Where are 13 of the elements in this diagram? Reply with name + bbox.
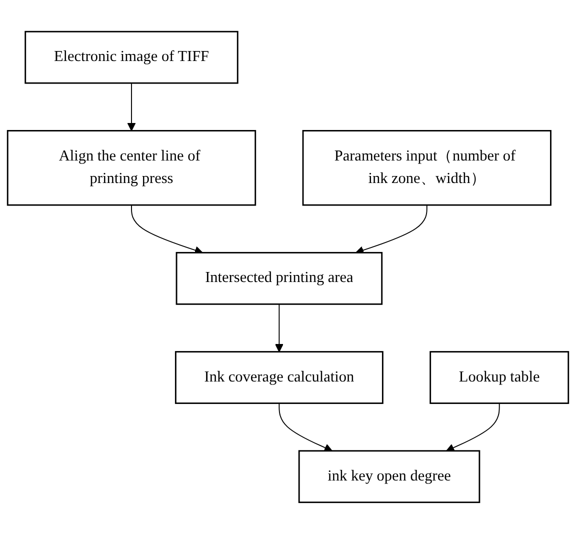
- arrow: [131, 204, 203, 254]
- arrow: [278, 402, 332, 452]
- node-box: Align the center line of printing press: [6, 130, 256, 206]
- arrow: [446, 402, 500, 452]
- node-box: Electronic image of TIFF: [24, 30, 238, 84]
- node-box: Ink coverage calculation: [174, 351, 384, 404]
- node-box: Lookup table: [430, 351, 570, 404]
- arrow: [275, 304, 284, 352]
- node-box: Parameters input（number of ink zone、width）: [302, 130, 552, 206]
- arrow: [127, 82, 136, 132]
- node-box: Intersected printing area: [176, 252, 383, 305]
- node-box: ink key open degree: [298, 450, 480, 504]
- arrow: [356, 204, 428, 254]
